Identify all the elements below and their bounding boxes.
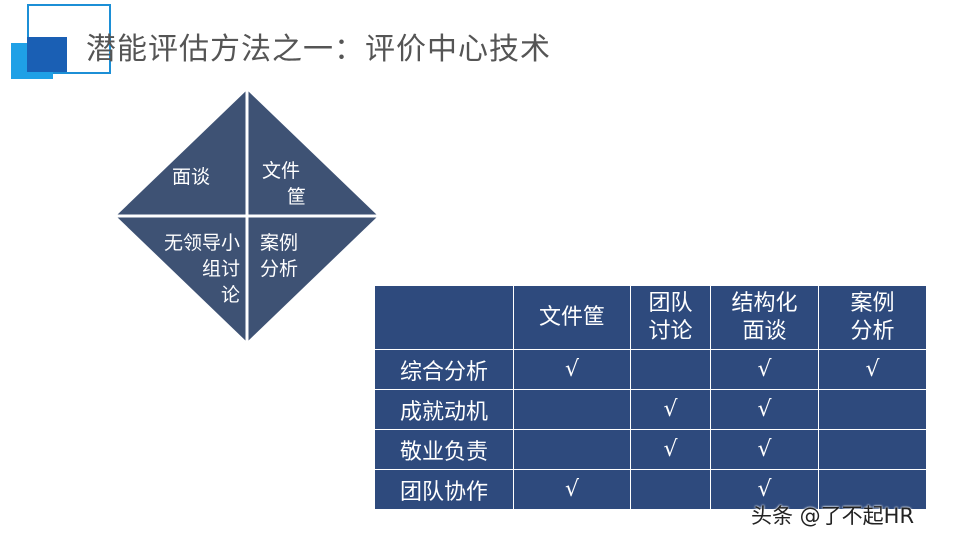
source-watermark: 头条 @了不起HR	[751, 504, 915, 528]
table-row: 团队协作 √ √	[374, 469, 927, 510]
title-decoration-dark-block	[27, 37, 67, 72]
table-cell	[513, 429, 631, 470]
page-title: 潜能评估方法之一：评价中心技术	[86, 32, 551, 67]
quadrant-label-line1: 无领导小	[163, 232, 240, 254]
column-header-line1: 文件筐	[538, 304, 605, 330]
diamond-quadrant-case-analysis: 案例 分析	[260, 230, 298, 282]
method-diamond: 面谈 文件 筐 无领导小 组讨 论 案例 分析	[112, 88, 382, 346]
table-cell: √	[630, 429, 711, 470]
diamond-quadrant-leaderless-group: 无领导小 组讨 论	[152, 230, 240, 308]
column-header-in-basket: 文件筐	[513, 285, 631, 350]
diamond-quadrant-interview: 面谈	[172, 164, 210, 190]
table-cell: √	[513, 469, 631, 510]
quadrant-label-line3: 论	[220, 284, 240, 306]
table-header-row: 文件筐 团队 讨论 结构化 面谈 案例 分析	[374, 285, 927, 350]
table-cell: √	[710, 389, 819, 430]
table-cell	[818, 429, 927, 470]
row-header: 综合分析	[374, 349, 514, 390]
column-header-team-discussion: 团队 讨论	[630, 285, 711, 350]
column-header-line2: 面谈	[742, 318, 787, 344]
row-header: 团队协作	[374, 469, 514, 510]
table-row: 成就动机 √ √	[374, 389, 927, 430]
quadrant-label-line2: 分析	[260, 258, 299, 280]
row-header: 敬业负责	[374, 429, 514, 470]
table-cell	[818, 469, 927, 510]
assessment-matrix-table: 文件筐 团队 讨论 结构化 面谈 案例 分析 综合分析 √ √ √ 成就动机	[374, 285, 927, 510]
diamond-shape	[116, 90, 378, 342]
table-row: 综合分析 √ √ √	[374, 349, 927, 390]
table-cell: √	[630, 389, 711, 430]
column-header-line1: 案例	[850, 290, 895, 316]
table-cell: √	[818, 349, 927, 390]
table-corner-cell	[374, 285, 514, 350]
quadrant-label-line2: 筐	[286, 186, 306, 208]
quadrant-label-line1: 案例	[260, 232, 299, 254]
diamond-quadrant-in-basket: 文件 筐	[262, 158, 306, 210]
quadrant-label-line2: 组讨	[201, 258, 240, 280]
quadrant-label-line1: 文件	[262, 160, 301, 182]
quadrant-label: 面谈	[172, 166, 211, 188]
table-cell: √	[513, 349, 631, 390]
table-cell	[630, 349, 711, 390]
column-header-case-analysis: 案例 分析	[818, 285, 927, 350]
column-header-structured-interview: 结构化 面谈	[710, 285, 819, 350]
table-cell: √	[710, 469, 819, 510]
table-cell: √	[710, 429, 819, 470]
table-cell	[818, 389, 927, 430]
table-cell	[630, 469, 711, 510]
column-header-line1: 团队	[648, 290, 693, 316]
table-cell	[513, 389, 631, 430]
row-header: 成就动机	[374, 389, 514, 430]
table-row: 敬业负责 √ √	[374, 429, 927, 470]
column-header-line2: 讨论	[648, 318, 693, 344]
column-header-line1: 结构化	[731, 290, 798, 316]
column-header-line2: 分析	[850, 318, 895, 344]
table-cell: √	[710, 349, 819, 390]
